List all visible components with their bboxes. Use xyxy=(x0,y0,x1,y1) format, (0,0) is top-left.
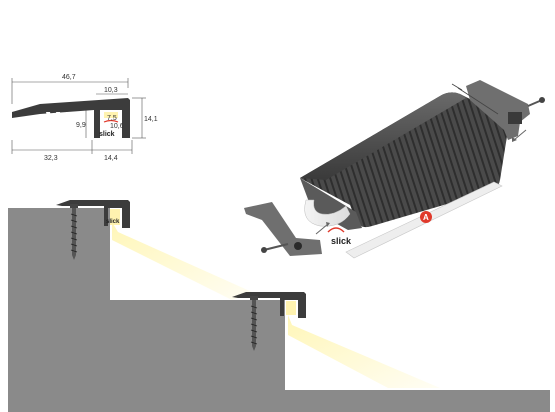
part-marker-label: A xyxy=(423,213,429,222)
end-cap-hole xyxy=(294,242,302,250)
screw-lower xyxy=(250,296,258,351)
brand-label-step1: slick xyxy=(106,219,120,225)
dimension-drawing xyxy=(11,78,146,154)
dim-height: 14,1 xyxy=(144,116,158,123)
led-slot xyxy=(104,112,118,118)
dim-total-width: 46,7 xyxy=(62,74,76,81)
length-bracket xyxy=(451,83,499,115)
profile-outline xyxy=(12,98,130,138)
screw-left-icon xyxy=(261,243,289,253)
arrow-head-icon xyxy=(326,222,330,227)
profile-section-upper: slick xyxy=(56,200,130,260)
dim-slot-width: 7,5 xyxy=(107,115,117,122)
led-strip xyxy=(110,209,120,225)
end-cap-left xyxy=(244,202,322,256)
screw-upper xyxy=(70,204,78,260)
brand-arc xyxy=(327,227,345,233)
light-beam-upper xyxy=(112,222,252,300)
arrow-head-icon xyxy=(512,137,517,142)
part-marker-circle xyxy=(420,211,432,223)
brand-label-small: slick xyxy=(99,131,115,138)
profile-outline xyxy=(232,292,306,318)
end-cap-right xyxy=(466,80,530,140)
screw-right-icon xyxy=(527,97,545,107)
light-beam-lower xyxy=(288,315,440,388)
end-cap-connector xyxy=(508,112,522,124)
dim-bottom-right: 14,4 xyxy=(104,155,118,162)
assembly-arrow-right xyxy=(513,129,527,141)
exploded-view: A slick xyxy=(244,80,545,259)
profile-section-lower xyxy=(232,292,306,351)
dim-slot-depth: 10,6 xyxy=(110,123,124,130)
profile-body xyxy=(300,92,509,228)
led-strip xyxy=(286,301,296,315)
slot-arc xyxy=(103,119,119,123)
dim-inner-height: 9,9 xyxy=(76,122,86,129)
stair-steps xyxy=(8,208,550,412)
profile-outline xyxy=(56,200,130,228)
stair-section xyxy=(8,208,550,412)
profile-top-edge xyxy=(300,92,466,180)
dim-bottom-left: 32,3 xyxy=(44,155,58,162)
assembly-arrow-left xyxy=(315,223,329,235)
diffuser-cover-curl xyxy=(304,199,351,227)
profile-grooves xyxy=(46,112,82,120)
profile-cross-section xyxy=(12,98,130,138)
brand-label-exploded: slick xyxy=(331,236,352,246)
dim-top-width: 10,3 xyxy=(104,87,118,94)
